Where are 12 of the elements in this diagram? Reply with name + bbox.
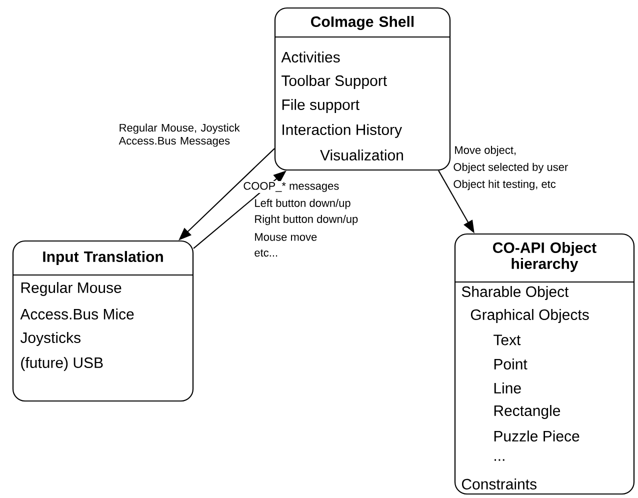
note-text: Left button down/up <box>255 198 350 210</box>
note-text: Object hit testing, etc <box>454 180 556 190</box>
note-text: etc... <box>254 249 278 257</box>
edge-label: Move object, <box>453 144 518 158</box>
note-text: Object selected by user <box>454 162 568 174</box>
note-text: Right button down/up <box>255 214 358 226</box>
note-text: Mouse move <box>255 233 317 241</box>
class-box: CO-API Object hierarchy Sharable Object Graphical Objects Text Point Line Rectangle Puzzle Piece ... Constraints <box>454 233 635 495</box>
class-box: Input Translation Regular Mouse Access.Bus Mice Joysticks (future) USB <box>12 240 194 402</box>
class-box: CoImage Shell Activities Toolbar Support File support Interaction History Visualization <box>274 7 451 171</box>
edge-label: Regular Mouse, Joystick Access.Bus Messages <box>118 122 245 148</box>
edge-label: COOP_* messages <box>242 181 340 193</box>
